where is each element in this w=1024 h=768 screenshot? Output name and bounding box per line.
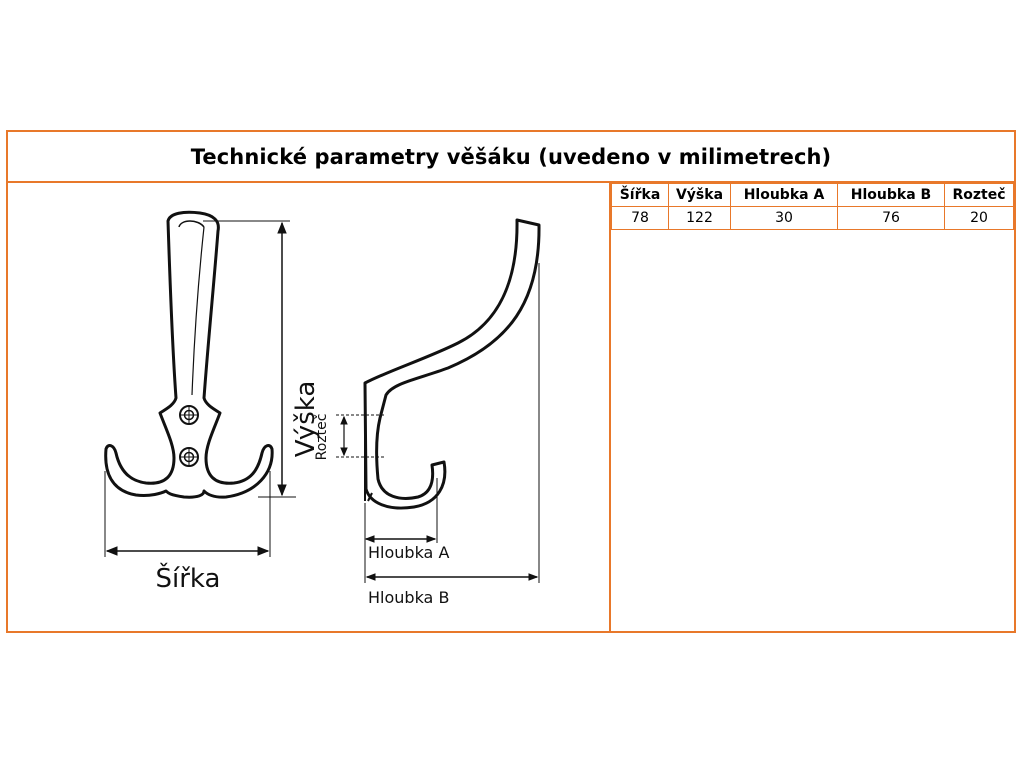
column-divider — [609, 183, 611, 633]
depth-a-label: Hloubka A — [368, 543, 449, 562]
hook-side-outline — [363, 218, 541, 510]
parameters-table: Šířka Výška Hloubka A Hloubka B Rozteč 7… — [611, 183, 1014, 230]
technical-drawing: Výška Šířka — [8, 183, 609, 633]
table-header-row: Šířka Výška Hloubka A Hloubka B Rozteč — [611, 183, 1014, 207]
spacing-label: Rozteč — [314, 414, 330, 461]
parameters-table-area: Šířka Výška Hloubka A Hloubka B Rozteč 7… — [611, 183, 1014, 230]
depth-b-label: Hloubka B — [368, 588, 449, 607]
hook-side-view — [363, 218, 541, 510]
value-depth-a: 30 — [730, 206, 838, 230]
value-width: 78 — [611, 206, 669, 230]
height-dimension — [203, 220, 296, 498]
value-height: 122 — [668, 206, 731, 230]
hook-front-outline — [104, 210, 274, 499]
header-height: Výška — [668, 183, 731, 207]
height-label: Výška — [291, 381, 321, 458]
header-spacing: Rozteč — [944, 183, 1014, 207]
page-title: Technické parametry věšáku (uvedeno v mi… — [190, 144, 832, 169]
header-width: Šířka — [611, 183, 669, 207]
table-row: 78 122 30 76 20 — [611, 206, 1014, 230]
depth-a-dimension — [364, 478, 438, 543]
value-spacing: 20 — [944, 206, 1014, 230]
width-dimension — [104, 471, 271, 557]
spacing-dimension — [336, 414, 386, 458]
width-label: Šířka — [156, 562, 221, 594]
depth-b-dimension — [364, 263, 540, 583]
value-depth-b: 76 — [837, 206, 945, 230]
title-row: Technické parametry věšáku (uvedeno v mi… — [8, 132, 1014, 183]
drawing-svg: Výška Šířka — [104, 210, 541, 607]
spec-frame: Technické parametry věšáku (uvedeno v mi… — [6, 130, 1016, 633]
hook-front-view — [104, 210, 274, 499]
screw-holes — [179, 405, 199, 467]
header-depth-b: Hloubka B — [837, 183, 945, 207]
header-depth-a: Hloubka A — [730, 183, 838, 207]
